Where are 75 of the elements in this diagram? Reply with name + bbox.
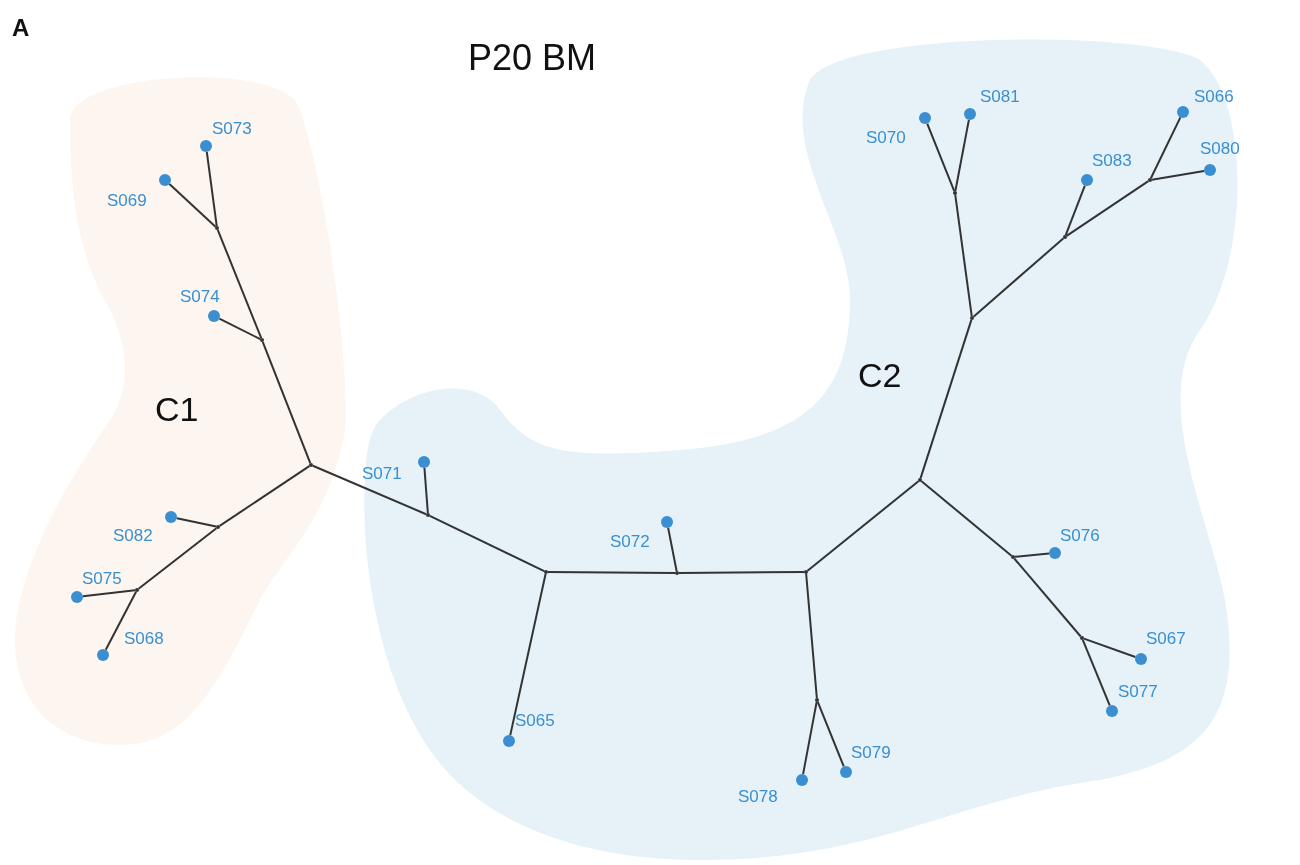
tree-branch	[1065, 180, 1150, 237]
panel-letter: A	[12, 16, 30, 40]
sample-label: S078	[738, 786, 778, 808]
tree-branch	[667, 526, 678, 573]
sample-label: S074	[180, 286, 220, 308]
tree-branch	[168, 183, 217, 228]
sample-label: S066	[1194, 86, 1234, 108]
tree-branch	[205, 150, 218, 227]
tree-branch	[678, 571, 805, 574]
tree-branch	[1150, 170, 1206, 181]
tree-branch	[805, 573, 818, 699]
tree-branch	[1064, 184, 1086, 237]
tree-branch	[137, 527, 218, 590]
tree-branch	[926, 122, 956, 193]
branch-point	[309, 463, 313, 467]
branch-point	[1148, 178, 1152, 182]
branch-point	[953, 191, 957, 195]
tree-branch	[428, 514, 546, 573]
sample-label: S072	[610, 531, 650, 553]
tree-branch	[509, 572, 547, 737]
sample-label: S070	[866, 127, 906, 149]
branch-point	[426, 513, 430, 517]
tree-branch	[81, 589, 136, 598]
tree-branch	[919, 318, 973, 480]
cluster-label: C2	[858, 358, 902, 392]
tree-branch	[972, 237, 1065, 318]
branch-point	[1011, 555, 1015, 559]
sample-label: S083	[1092, 150, 1132, 172]
sample-label: S073	[212, 118, 252, 140]
tree-branch	[1081, 638, 1111, 707]
tree-branch	[218, 465, 311, 527]
sample-label: S069	[107, 190, 147, 212]
sample-label: S071	[362, 463, 402, 485]
tree-branch	[920, 480, 1013, 557]
tree-branch	[423, 467, 429, 514]
diagram-title: P20 BM	[468, 40, 597, 76]
cluster-label: C1	[155, 392, 199, 426]
tree-branch	[816, 700, 845, 768]
tree-branch	[806, 480, 920, 572]
sample-label: S079	[851, 742, 891, 764]
sample-label: S065	[515, 710, 555, 732]
sample-label: S076	[1060, 525, 1100, 547]
branch-point	[135, 588, 139, 592]
branch-point	[815, 698, 819, 702]
sample-label: S077	[1118, 681, 1158, 703]
branch-point	[544, 570, 548, 574]
tree-branch	[954, 194, 973, 317]
branch-point	[918, 478, 922, 482]
tree-branch	[1014, 552, 1051, 558]
branch-point	[215, 226, 219, 230]
sample-label: S080	[1200, 138, 1240, 160]
branch-point	[260, 338, 264, 342]
branch-point	[675, 571, 679, 575]
tree-branch	[218, 317, 262, 341]
tree-branch	[104, 590, 138, 651]
sample-label: S075	[82, 568, 122, 590]
tree-branch	[1013, 557, 1082, 638]
tree-branch	[547, 571, 676, 574]
branch-point	[216, 525, 220, 529]
tree-branch	[1149, 116, 1182, 180]
branch-point	[970, 316, 974, 320]
branch-point	[804, 570, 808, 574]
branch-point	[1080, 636, 1084, 640]
sample-label: S068	[124, 628, 164, 650]
tree-branch	[175, 517, 218, 528]
tree-branch	[802, 700, 818, 776]
sample-label: S081	[980, 86, 1020, 108]
tree-branch	[311, 464, 428, 516]
tree-branch	[216, 228, 263, 340]
tree-branch	[1082, 637, 1137, 658]
branch-point	[1063, 235, 1067, 239]
sample-label: S067	[1146, 628, 1186, 650]
sample-label: S082	[113, 525, 153, 547]
tree-branch	[954, 118, 970, 193]
tree-branch	[261, 340, 312, 465]
